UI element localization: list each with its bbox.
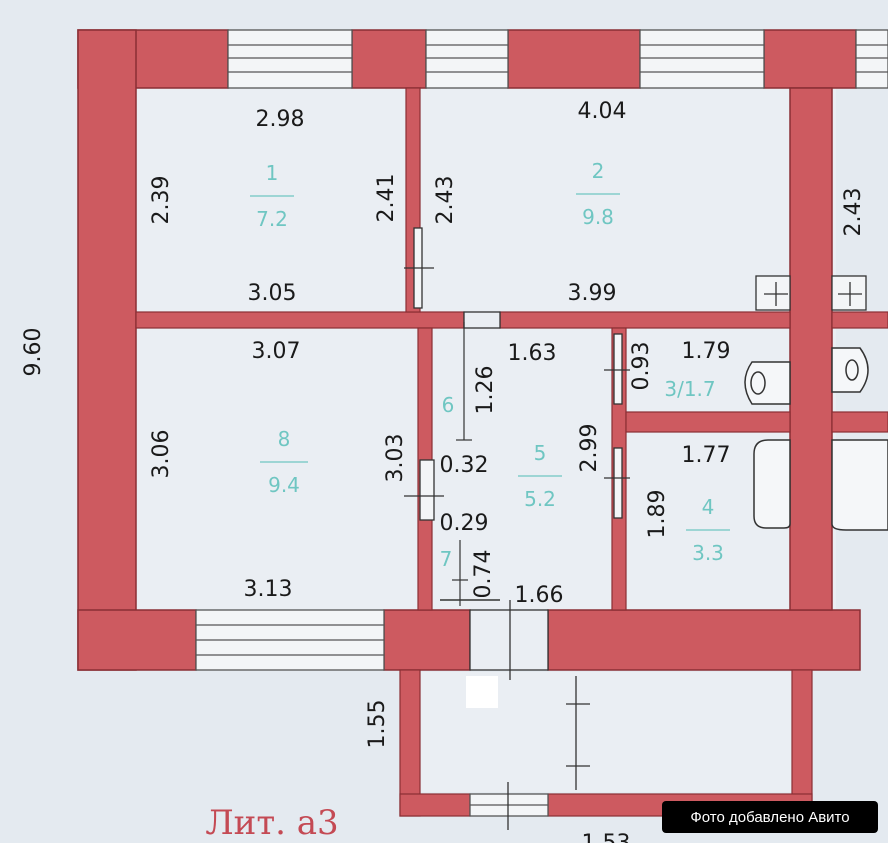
room5-area: 5.2: [524, 487, 556, 511]
dim-r7-width: 0.29: [440, 511, 489, 536]
dim-r4-left: 1.89: [645, 490, 670, 539]
interior-floor: [136, 88, 836, 610]
dim-r6-height: 1.26: [473, 366, 498, 415]
room1-area: 7.2: [256, 207, 288, 231]
dim-r1-top: 2.98: [256, 107, 305, 132]
bathtub-icon: [753, 439, 791, 529]
dimension-labels: 9.60 2.98 2.39 2.41 3.05 4.04 2.43 3.99 …: [21, 99, 866, 843]
dim-r2-left: 2.43: [433, 176, 458, 225]
outer-walls: [77, 29, 861, 671]
room2-area: 9.8: [582, 205, 614, 229]
room8-area: 9.4: [268, 473, 300, 497]
dim-r4-top: 1.77: [682, 443, 731, 468]
dim-r8-bottom: 3.13: [244, 577, 293, 602]
dim-r8-right: 3.03: [383, 434, 408, 483]
room4-number: 4: [702, 495, 715, 519]
dim-r5-bottom: 1.66: [515, 583, 564, 608]
dim-r2-top: 4.04: [578, 99, 627, 124]
porch-label: Лит. а3: [205, 803, 338, 843]
toilet-icon: [831, 347, 869, 393]
room2-number: 2: [592, 159, 605, 183]
sanitary-fixtures: [440, 347, 888, 601]
blank-marker: [466, 676, 498, 708]
dim-r2-bottom: 3.99: [568, 281, 617, 306]
dim-porch-height: 1.55: [365, 700, 390, 749]
room3-label: 3/1.7: [664, 377, 715, 401]
room7-number: 7: [440, 547, 453, 571]
dim-r7-height: 0.74: [471, 550, 496, 599]
dim-far-right: 2.43: [841, 188, 866, 237]
dim-r6-width: 0.32: [440, 453, 489, 478]
door-openings: [404, 227, 867, 830]
dim-r5-top: 1.63: [508, 341, 557, 366]
dim-r8-top: 3.07: [252, 339, 301, 364]
dim-r8-left: 3.06: [149, 430, 174, 479]
room6-number: 6: [442, 393, 455, 417]
small-dimension-ticks: [452, 322, 472, 606]
windows: [195, 29, 888, 817]
avito-watermark: Фото добавлено Авито: [662, 801, 878, 833]
dim-r3-width: 1.79: [682, 339, 731, 364]
dim-r1-right: 2.41: [374, 174, 399, 223]
room8-number: 8: [278, 427, 291, 451]
room1-number: 1: [266, 161, 279, 185]
dim-r1-left: 2.39: [149, 176, 174, 225]
room4-area: 3.3: [692, 541, 724, 565]
dim-r1-bottom: 3.05: [248, 281, 297, 306]
dim-r5-right: 2.99: [577, 424, 602, 473]
dim-total-height: 9.60: [21, 328, 46, 377]
room-labels: 1 7.2 2 9.8 8 9.4 5 5.2 4 3.3 3/1.7 6 7: [250, 159, 730, 571]
room5-number: 5: [534, 441, 547, 465]
dim-porch-bottom: 1.53: [582, 831, 631, 843]
bathtub-icon: [831, 439, 888, 531]
dim-r3-height: 0.93: [629, 342, 654, 391]
